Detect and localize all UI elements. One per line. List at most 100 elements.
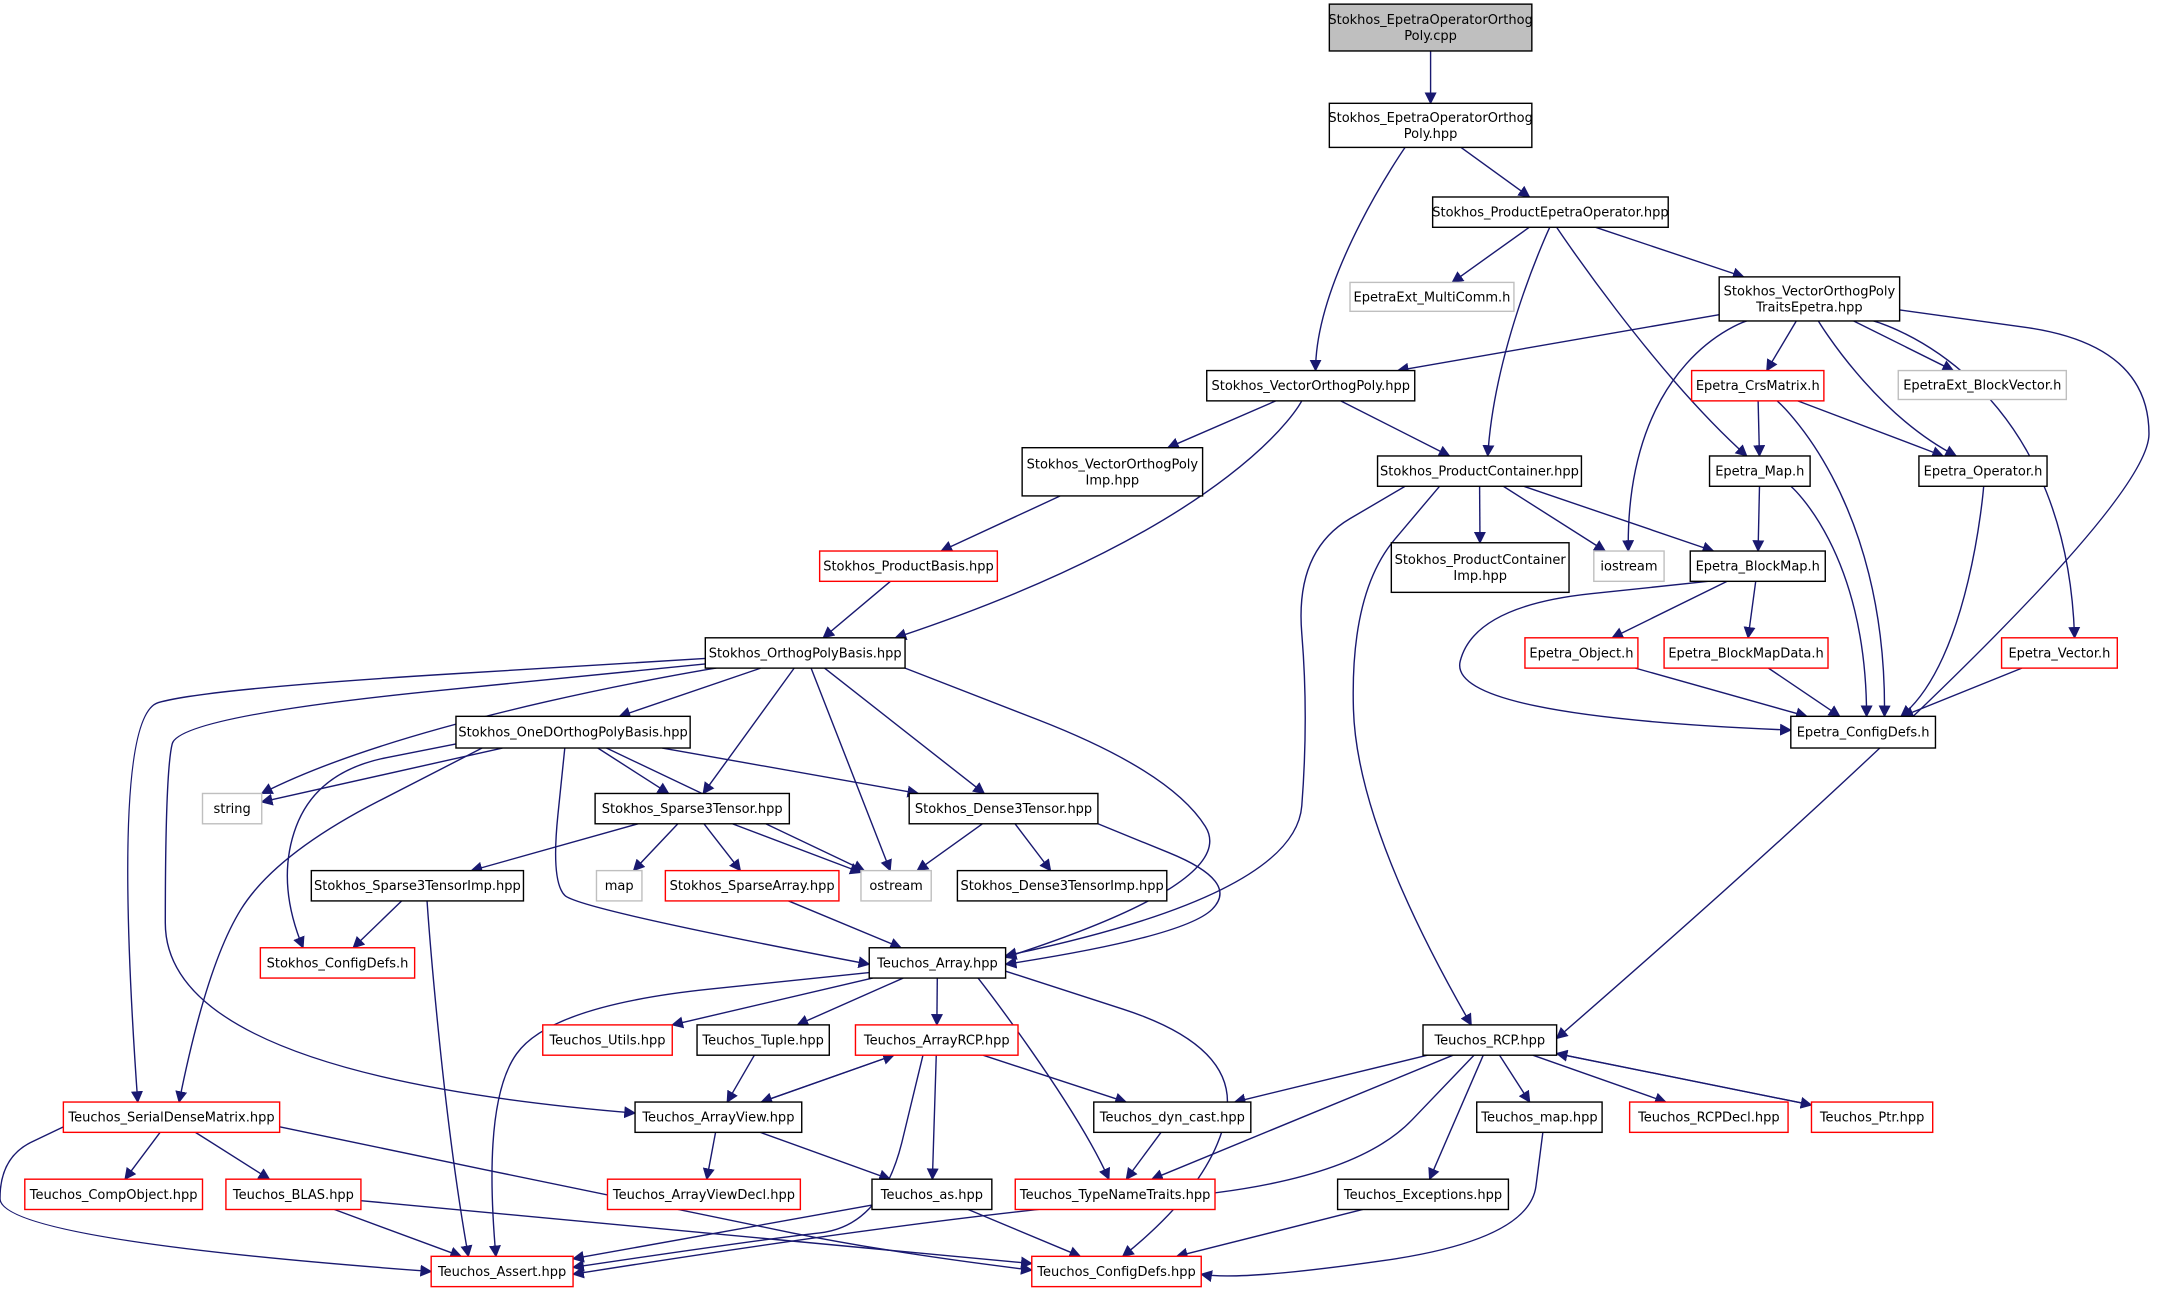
edge-rcp-to-rcpdecl [1532, 1054, 1667, 1105]
edge-as-to-assert [571, 1204, 873, 1263]
edge-vop-to-opb [894, 400, 1303, 641]
node-label: Teuchos_SerialDenseMatrix.hpp [67, 1111, 274, 1126]
node-tmap[interactable]: Teuchos_map.hpp [1476, 1101, 1603, 1134]
edge-oned-to-array [554, 747, 871, 969]
node-box [1718, 276, 1901, 322]
node-utils[interactable]: Teuchos_Utils.hpp [542, 1024, 673, 1056]
node-tnt[interactable]: Teuchos_TypeNameTraits.hpp [1014, 1178, 1216, 1211]
node-stdmap[interactable]: map [595, 869, 643, 902]
node-sparr[interactable]: Stokhos_SparseArray.hpp [664, 869, 840, 902]
node-multicomm[interactable]: EpetraExt_MultiComm.h [1349, 281, 1515, 313]
node-label: Epetra_CrsMatrix.h [1696, 379, 1820, 394]
node-box [1431, 196, 1669, 228]
node-oned[interactable]: Stokhos_OneDOrthogPolyBasis.hpp [455, 715, 691, 749]
edge-prodcont-to-rcp [1352, 485, 1472, 1026]
node-vop[interactable]: Stokhos_VectorOrthogPoly.hpp [1206, 369, 1416, 402]
node-rcpdecl[interactable]: Teuchos_RCPDecl.hpp [1628, 1101, 1789, 1134]
node-assert[interactable]: Teuchos_Assert.hpp [430, 1255, 574, 1288]
node-sdm[interactable]: Teuchos_SerialDenseMatrix.hpp [62, 1101, 281, 1134]
node-arcp[interactable]: Teuchos_ArrayRCP.hpp [854, 1024, 1019, 1056]
node-box [1021, 447, 1204, 497]
node-string[interactable]: string [201, 792, 263, 825]
node-box [1689, 550, 1826, 583]
edge-prodcont-to-blockmap [1523, 485, 1715, 554]
node-ostream[interactable]: ostream [860, 869, 932, 902]
node-prodop[interactable]: Stokhos_ProductEpetraOperator.hpp [1431, 196, 1669, 228]
node-label: Epetra_Map.h [1715, 465, 1804, 480]
edge-hpp-to-prodop [1460, 146, 1531, 198]
node-label: Teuchos_ArrayRCP.hpp [863, 1034, 1010, 1049]
node-box [1206, 369, 1416, 402]
node-scfg[interactable]: Stokhos_ConfigDefs.h [259, 947, 416, 979]
node-box [24, 1178, 204, 1211]
node-box [1790, 715, 1937, 749]
edge-opb-to-string [260, 667, 717, 795]
edge-av-to-avdecl [702, 1132, 717, 1181]
node-label: Teuchos_Ptr.hpp [1819, 1111, 1925, 1126]
node-iostream[interactable]: iostream [1593, 550, 1665, 583]
node-compobj[interactable]: Teuchos_CompObject.hpp [24, 1178, 204, 1211]
node-blockmap[interactable]: Epetra_BlockMap.h [1689, 550, 1826, 583]
node-box [606, 1178, 802, 1211]
node-object[interactable]: Epetra_Object.h [1524, 637, 1639, 669]
node-label: Teuchos_Exceptions.hpp [1343, 1188, 1502, 1203]
node-label: Epetra_BlockMap.h [1696, 560, 1820, 575]
node-s3timp[interactable]: Stokhos_Sparse3TensorImp.hpp [310, 869, 525, 902]
node-ecfg[interactable]: Epetra_ConfigDefs.h [1790, 715, 1937, 749]
node-s3t[interactable]: Stokhos_Sparse3Tensor.hpp [594, 792, 791, 825]
node-label: Teuchos_Array.hpp [876, 956, 998, 971]
edge-blockmap-to-ecfg [1459, 580, 1793, 736]
node-tcfg[interactable]: Teuchos_ConfigDefs.hpp [1031, 1255, 1202, 1288]
edge-sdm-to-assert [0, 1126, 433, 1277]
node-d3t[interactable]: Stokhos_Dense3Tensor.hpp [908, 792, 1099, 825]
node-prodbasis[interactable]: Stokhos_ProductBasis.hpp [818, 550, 999, 583]
node-label: Teuchos_CompObject.hpp [29, 1188, 198, 1203]
edge-ptr-to-rcp [1555, 1049, 1812, 1106]
edge-s3t-to-sparr [703, 823, 742, 872]
edge-prodbasis-to-opb [822, 580, 891, 639]
edge-s3timp-to-scfg [352, 900, 403, 949]
node-vector[interactable]: Epetra_Vector.h [2000, 637, 2118, 669]
node-blas[interactable]: Teuchos_BLAS.hpp [225, 1178, 362, 1211]
edge-prodop-to-vopte [1595, 226, 1745, 280]
node-label: Stokhos_Sparse3TensorImp.hpp [314, 879, 521, 894]
node-label: Stokhos_OneDOrthogPolyBasis.hpp [458, 726, 687, 741]
edge-vopte-to-vop [1396, 313, 1720, 375]
edge-map-to-blockmap [1752, 486, 1765, 553]
node-box [1031, 1255, 1202, 1288]
node-av[interactable]: Teuchos_ArrayView.hpp [634, 1101, 803, 1134]
node-rcp[interactable]: Teuchos_RCP.hpp [1422, 1024, 1558, 1056]
node-label: Teuchos_BLAS.hpp [232, 1188, 354, 1203]
node-map[interactable]: Epetra_Map.h [1708, 455, 1811, 487]
node-box [1810, 1101, 1934, 1134]
edge-opb-to-s3t [702, 667, 795, 795]
node-operator[interactable]: Epetra_Operator.h [1918, 455, 2048, 487]
node-prodcont[interactable]: Stokhos_ProductContainer.hpp [1376, 455, 1583, 487]
node-tuple[interactable]: Teuchos_Tuple.hpp [696, 1024, 830, 1056]
node-as[interactable]: Teuchos_as.hpp [871, 1178, 993, 1211]
node-bmdata[interactable]: Epetra_BlockMapData.h [1663, 637, 1829, 669]
node-box [201, 792, 263, 825]
node-box [310, 869, 525, 902]
node-box [1390, 542, 1570, 594]
node-d3timp[interactable]: Stokhos_Dense3TensorImp.hpp [956, 869, 1168, 902]
node-opb[interactable]: Stokhos_OrthogPolyBasis.hpp [704, 637, 906, 669]
node-exc[interactable]: Teuchos_Exceptions.hpp [1336, 1178, 1510, 1211]
node-label: Teuchos_RCP.hpp [1433, 1034, 1545, 1049]
node-ptr[interactable]: Teuchos_Ptr.hpp [1810, 1101, 1934, 1134]
node-box [956, 869, 1168, 902]
node-crs[interactable]: Epetra_CrsMatrix.h [1690, 369, 1825, 402]
node-avdecl[interactable]: Teuchos_ArrayViewDecl.hpp [606, 1178, 802, 1211]
node-blockvec[interactable]: EpetraExt_BlockVector.h [1897, 369, 2068, 401]
node-dyncast[interactable]: Teuchos_dyn_cast.hpp [1093, 1101, 1252, 1134]
edge-d3t-to-d3timp [1014, 823, 1052, 872]
edge-blockmap-to-bmdata [1743, 581, 1757, 639]
node-array[interactable]: Teuchos_Array.hpp [868, 947, 1007, 979]
node-label: Teuchos_as.hpp [880, 1188, 983, 1203]
edge-blas-to-assert [334, 1208, 463, 1259]
